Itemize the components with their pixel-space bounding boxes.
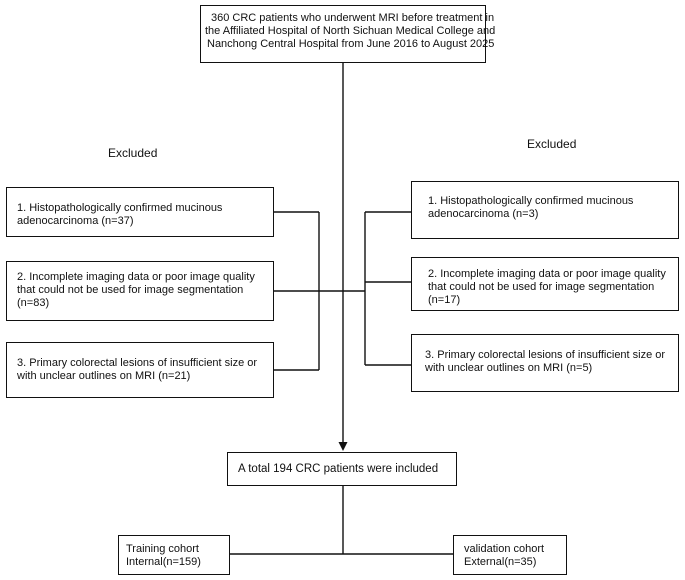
cohort-text: Internal(n=159) (126, 556, 201, 568)
top-box-line: 360 CRC patients who underwent MRI befor… (211, 12, 495, 24)
left-exclusion-box-2: 2. Incomplete imaging data or poor image… (6, 261, 274, 321)
training-cohort-box: Training cohort Internal(n=159) (118, 535, 230, 575)
exclusion-text: with unclear outlines on MRI (n=5) (425, 362, 593, 374)
validation-cohort-box: validation cohort External(n=35) (453, 535, 567, 575)
arrow-head (338, 442, 348, 451)
exclusion-text: 1. Histopathologically confirmed mucinou… (17, 202, 223, 214)
cohort-text: Training cohort (126, 543, 199, 555)
exclusion-text: 3. Primary colorectal lesions of insuffi… (17, 357, 258, 369)
left-exclusion-box-1: 1. Histopathologically confirmed mucinou… (6, 187, 274, 237)
right-exclusion-box-3: 3. Primary colorectal lesions of insuffi… (411, 334, 679, 392)
exclusion-text: (n=17) (428, 294, 461, 306)
exclusion-text: (n=83) (17, 297, 50, 309)
cohort-text: External(n=35) (464, 556, 537, 568)
top-box-line: Nanchong Central Hospital from June 2016… (207, 38, 495, 50)
top-box-line: the Affiliated Hospital of North Sichuan… (205, 25, 496, 37)
left-excluded-heading: Excluded (108, 146, 158, 160)
exclusion-text: with unclear outlines on MRI (n=21) (17, 370, 191, 382)
exclusion-text: 1. Histopathologically confirmed mucinou… (428, 195, 634, 207)
included-text: A total 194 CRC patients were included (238, 463, 439, 475)
top-box: 360 CRC patients who underwent MRI befor… (200, 5, 496, 63)
left-exclusion-box-3: 3. Primary colorectal lesions of insuffi… (6, 342, 274, 398)
exclusion-text: adenocarcinoma (n=37) (17, 215, 134, 227)
included-box: A total 194 CRC patients were included (227, 452, 457, 486)
right-exclusion-box-2: 2. Incomplete imaging data or poor image… (411, 257, 679, 311)
exclusion-text: 2. Incomplete imaging data or poor image… (17, 271, 255, 283)
exclusion-text: that could not be used for image segment… (17, 284, 244, 296)
exclusion-text: 2. Incomplete imaging data or poor image… (428, 268, 666, 280)
right-exclusion-box-1: 1. Histopathologically confirmed mucinou… (411, 181, 679, 239)
exclusion-text: adenocarcinoma (n=3) (428, 208, 539, 220)
exclusion-text: that could not be used for image segment… (428, 281, 655, 293)
right-excluded-heading: Excluded (527, 137, 577, 151)
exclusion-text: 3. Primary colorectal lesions of insuffi… (425, 349, 666, 361)
cohort-text: validation cohort (464, 543, 545, 555)
